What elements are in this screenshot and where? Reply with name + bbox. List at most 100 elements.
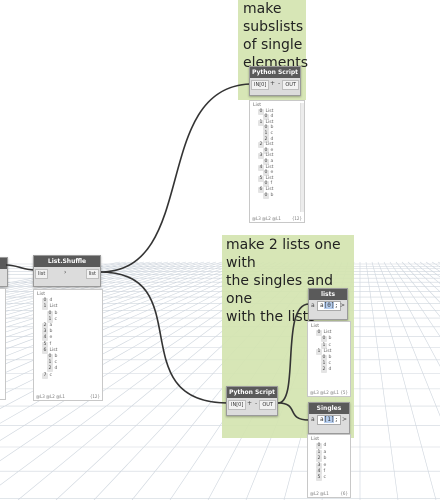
preview-item-value: d [270,136,274,142]
node-python-script-top[interactable]: Python Script IN[0] + - OUT [249,66,301,96]
preview-item-value: List [265,142,274,148]
grid-line [395,261,440,318]
preview-item-index: 1 [42,304,48,311]
preview-item-value: d [270,114,274,120]
node-list-shuffle-title: List.Shuffle [34,256,100,267]
python-bottom-out-port[interactable]: OUT [259,400,276,410]
preview-item-value: d [49,298,53,304]
node-list-shuffle[interactable]: List.Shuffle list › list [33,255,101,287]
grid-line [0,261,181,307]
preview-item-value: List [265,119,274,125]
code-block-lists-editor[interactable]: a[0]; [317,301,342,311]
preview-item-value: d [323,443,327,449]
preview-item-value: List [323,330,332,336]
preview-item-index: 3 [42,329,48,336]
preview-item-value: c [323,475,326,481]
python-script-top-title: Python Script [250,67,300,78]
preview-item-index: 1 [263,131,269,137]
node-list-shuffle-ports: list › list [34,267,100,279]
grid-line [383,261,440,367]
preview-item-value: c [54,316,57,322]
code-block-lists-out-icon[interactable]: > [339,302,345,309]
shuffle-arrow-icon: › [64,269,67,276]
code-block-singles-out-icon[interactable]: > [341,416,347,423]
preview-item-value: b [270,125,274,131]
python-top-out-port[interactable]: OUT [282,80,299,90]
node-python-script-bottom[interactable]: Python Script IN[0] + - OUT [226,386,278,416]
code-block-singles-editor[interactable]: a[1]; [317,415,342,425]
python-top-in-port[interactable]: IN[0] [251,80,270,90]
preview-item-index: 1 [47,360,53,367]
preview-item-value: f [270,181,273,187]
preview-item-value: List [265,187,274,192]
preview-item-index: 1 [316,449,322,456]
node-code-block-lists[interactable]: lists a a[0]; > [308,288,348,320]
offscreen-node-preview [0,288,6,400]
python-bottom-remove-port-icon[interactable]: - [255,400,258,407]
preview-item-index: 0 [258,108,264,115]
node-code-block-singles[interactable]: Singles a a[1]; > [308,402,350,434]
preview-item-value: List [265,108,274,114]
preview-item-index: 2 [263,136,269,143]
preview-count: {6} [340,491,348,496]
python-top-remove-port-icon[interactable]: - [278,80,281,87]
code-block-lists-input-label: a [311,302,315,309]
preview-item-index: 0 [263,181,269,188]
preview-item-index: 1 [47,316,53,323]
preview-levels: @L3 @L2 @L1 [310,390,339,395]
preview-item-value: c [49,372,52,378]
offscreen-node[interactable] [0,257,8,287]
preview-python-top-scrollbar[interactable] [300,103,304,212]
preview-item-index: 1 [321,342,327,349]
preview-item-index: 4 [258,164,264,171]
shuffle-in-port[interactable]: list [35,269,49,279]
preview-count: {12} [89,394,100,399]
python-top-add-port-icon[interactable]: + [270,80,276,87]
note-make-two-lists-text: make 2 lists one with the singles and on… [226,237,341,325]
grid-line [371,261,437,500]
grid-line [0,261,247,359]
grid-line [0,261,187,311]
python-bottom-in-port[interactable]: IN[0] [228,400,247,410]
wire-python2-to-lists [277,303,310,404]
grid-line [0,261,229,340]
preview-item-value: d [328,367,332,373]
wire-input-to-shuffle [5,264,37,271]
code-lists-semicolon: ; [334,302,339,309]
preview-item-index: 0 [321,355,327,361]
preview-footer: @L3 @L2 @L1 {12} [36,394,100,399]
preview-item-index: 0 [316,443,322,450]
grid-line [0,261,235,346]
preview-item-value: e [49,335,53,341]
shuffle-out-port[interactable]: list [85,269,99,279]
preview-item-index: 1 [321,361,327,368]
code-block-lists-title: lists [309,289,347,300]
preview-item-index: 2 [42,323,48,329]
python-script-bottom-ports: IN[0] + - OUT [227,398,277,410]
preview-levels: @L3 @L2 @L1 [36,394,65,399]
grid-line [365,261,399,500]
python-bottom-add-port-icon[interactable]: + [247,400,253,407]
preview-item-index: 5 [42,341,48,348]
preview-item-index: 2 [321,367,327,374]
grid-line [401,261,440,303]
